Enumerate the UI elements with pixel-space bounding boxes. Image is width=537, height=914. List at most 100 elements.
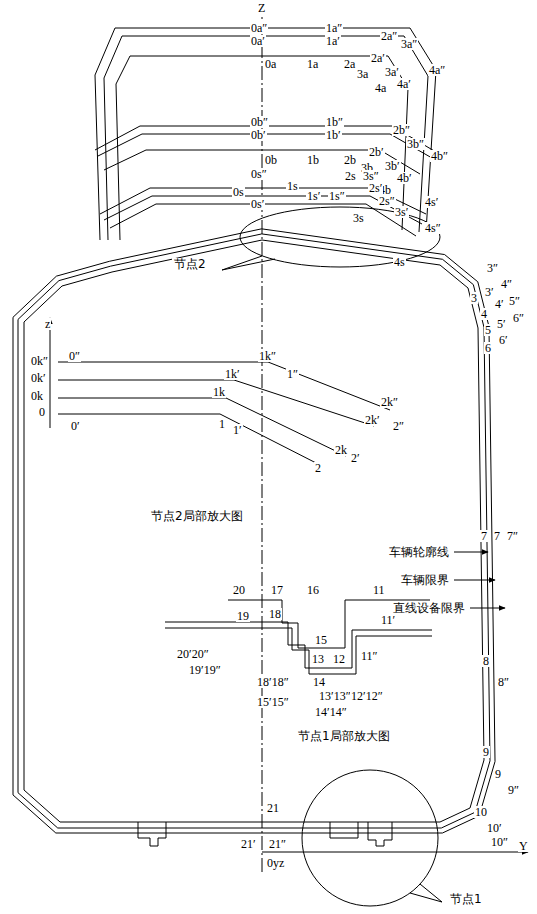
point-label: 10′ [486, 822, 503, 834]
point-label: 19 [236, 610, 250, 622]
point-label: 4s″ [424, 222, 442, 234]
point-label: 1″ [286, 368, 299, 380]
point-label: 1b″ [325, 116, 344, 128]
annotation-text: 节点2局部放大图 [150, 510, 244, 522]
point-label: 3 [470, 292, 478, 304]
vehicle-contour [24, 240, 484, 822]
point-label: 12′12″ [350, 690, 384, 702]
point-label: 15′15″ [256, 696, 290, 708]
point-label: 8 [482, 655, 490, 667]
point-label: 2b″ [392, 124, 411, 136]
point-label: 21″ [268, 838, 287, 850]
callout-bubble [302, 770, 442, 906]
point-label: 11′ [380, 614, 396, 626]
point-label: 0b″ [250, 116, 269, 128]
point-label: 13′13″ [318, 690, 352, 702]
point-label: 0a′ [250, 35, 266, 47]
point-label: 11 [372, 584, 386, 596]
underframe-notch [330, 822, 358, 838]
point-label: 0s [232, 186, 245, 198]
point-label: 0k [30, 390, 44, 402]
pantograph-line [104, 196, 422, 224]
zoom-line [58, 380, 374, 426]
point-label: 7″ [506, 530, 519, 542]
point-label: 2k″ [380, 396, 399, 408]
pantograph-outline [116, 56, 408, 240]
point-label: 3″ [486, 262, 499, 274]
point-label: 15 [314, 634, 328, 646]
point-label: 4′ [494, 298, 505, 310]
point-label: 2a′ [370, 52, 386, 64]
point-label: 0s″ [250, 168, 268, 180]
point-label: 2b [343, 154, 357, 166]
point-label: 21′ [240, 838, 257, 850]
point-label: 3b″ [406, 138, 425, 150]
point-label: 14 [312, 676, 326, 688]
point-label: 2a [343, 58, 356, 70]
point-label: 10 [474, 806, 488, 818]
point-label: 1a″ [325, 22, 343, 34]
point-label: 7 [493, 530, 501, 542]
point-label: 3s [352, 212, 365, 224]
underframe-notch [138, 822, 166, 846]
point-label: 1k″ [258, 350, 277, 362]
point-label: 17 [270, 584, 284, 596]
point-label: 4″ [500, 278, 513, 290]
point-label: 2k [334, 444, 348, 456]
callout-text: 节点2 [172, 258, 208, 271]
point-label: 3a [356, 68, 369, 80]
zoom-line [165, 622, 432, 668]
point-label: 20′20″ [176, 648, 210, 660]
point-label: 1′ [232, 424, 243, 436]
point-label: 0b [264, 154, 278, 166]
point-label: 7 [480, 530, 488, 542]
point-label: 12 [332, 653, 346, 665]
y-axis [262, 852, 528, 853]
underframe-notch [368, 822, 392, 846]
point-label: 9 [494, 768, 502, 780]
point-label: 9 [482, 746, 490, 758]
zoom-line [58, 362, 390, 410]
point-label: 4a [374, 82, 387, 94]
point-label: 0a [264, 58, 277, 70]
point-label: 18 [268, 608, 282, 620]
point-label: 3a″ [400, 38, 418, 50]
point-label: 1a [306, 58, 319, 70]
zoom-line [58, 398, 346, 456]
callout-label: 节点1 [448, 893, 484, 906]
point-label: 4b′ [396, 172, 413, 184]
point-label: 1 [218, 418, 226, 430]
point-label: 11″ [360, 650, 379, 662]
point-label: 3b′ [384, 160, 401, 172]
callout-label: 节点2 [172, 258, 208, 271]
point-label: 1k [212, 386, 226, 398]
point-label: 0k″ [30, 355, 49, 367]
point-label: 2′ [350, 452, 361, 464]
pantograph-outline [95, 28, 436, 240]
point-label: 8″ [497, 676, 510, 688]
point-label: 0yz [266, 857, 285, 869]
point-label: 2b′ [368, 146, 385, 158]
point-label: 21 [266, 802, 280, 814]
annotation-text: 车辆轮廓线 [388, 546, 450, 558]
vehicle-contour [18, 234, 490, 828]
point-label: 1a′ [325, 35, 341, 47]
point-label: 4b″ [430, 150, 449, 162]
point-label: 6 [484, 342, 492, 354]
pointer-arrow [454, 580, 495, 581]
point-label: 1b [306, 154, 320, 166]
point-label: 5 [484, 324, 492, 336]
point-label: 6′ [498, 334, 509, 346]
point-label: 1s″ [328, 190, 346, 202]
point-label: 1k′ [224, 368, 241, 380]
point-label: 3′ [484, 286, 495, 298]
point-label: 0″ [68, 350, 81, 362]
point-label: Z [257, 2, 266, 14]
point-label: 0k′ [30, 372, 47, 384]
point-label: 10″ [490, 836, 509, 848]
point-label: 2 [314, 462, 322, 474]
point-label: 19′19″ [188, 664, 222, 676]
point-label: 5″ [508, 295, 521, 307]
point-label: 1s [286, 180, 299, 192]
